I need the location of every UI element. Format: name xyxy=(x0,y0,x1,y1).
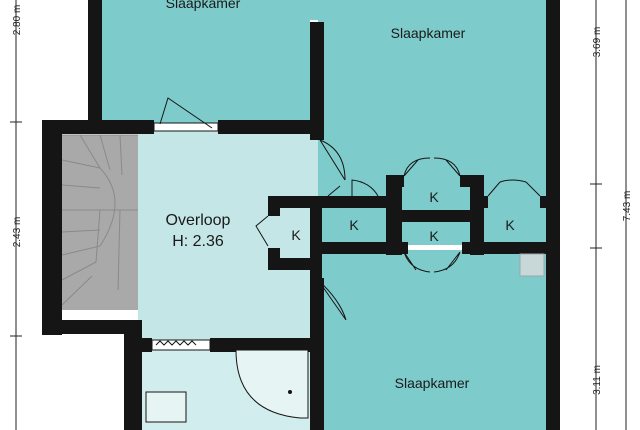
dimension-left-top: 2.80 m xyxy=(12,5,23,36)
closet-label-left: K xyxy=(349,217,359,233)
windows xyxy=(151,122,219,351)
room-height-landing: H: 2.36 xyxy=(172,233,224,250)
bedroom-top-upper-strip-fill xyxy=(100,0,550,20)
dimension-lines-right xyxy=(590,0,627,430)
closet-label-center-top: K xyxy=(429,189,439,205)
room-label-bedroom-top-right: Slaapkamer xyxy=(391,25,466,41)
staircase xyxy=(61,134,138,306)
dimension-lines-left xyxy=(10,0,22,430)
shaft-box xyxy=(519,253,545,277)
wash-basin xyxy=(145,391,187,423)
dimension-right-middle: 7.43 m xyxy=(622,191,633,222)
dimension-right-top: 3.69 m xyxy=(592,27,603,58)
radiator xyxy=(155,340,197,346)
room-label-landing: Overloop xyxy=(166,212,231,229)
shower-drain xyxy=(288,390,292,394)
room-label-bedroom-bottom: Slaapkamer xyxy=(395,375,470,391)
walls xyxy=(42,0,560,430)
dimension-right-bottom: 3.11 m xyxy=(592,365,603,395)
closet-label-landing: K xyxy=(291,227,301,243)
shower-tray xyxy=(235,349,309,419)
bedroom-top-left-fill xyxy=(100,0,310,125)
closet-label-right: K xyxy=(505,217,515,233)
bedroom-top-right-fill xyxy=(318,0,550,175)
closet-label-center-bottom: K xyxy=(429,228,439,244)
landing-fill xyxy=(138,130,318,345)
stairs-fill xyxy=(62,135,138,310)
room-label-bedroom-top-left: Slaapkamer xyxy=(166,0,241,11)
door-swings xyxy=(159,97,541,321)
dimension-left-middle: 2.43 m xyxy=(12,217,23,248)
bedroom-bottom-fill xyxy=(318,250,550,430)
